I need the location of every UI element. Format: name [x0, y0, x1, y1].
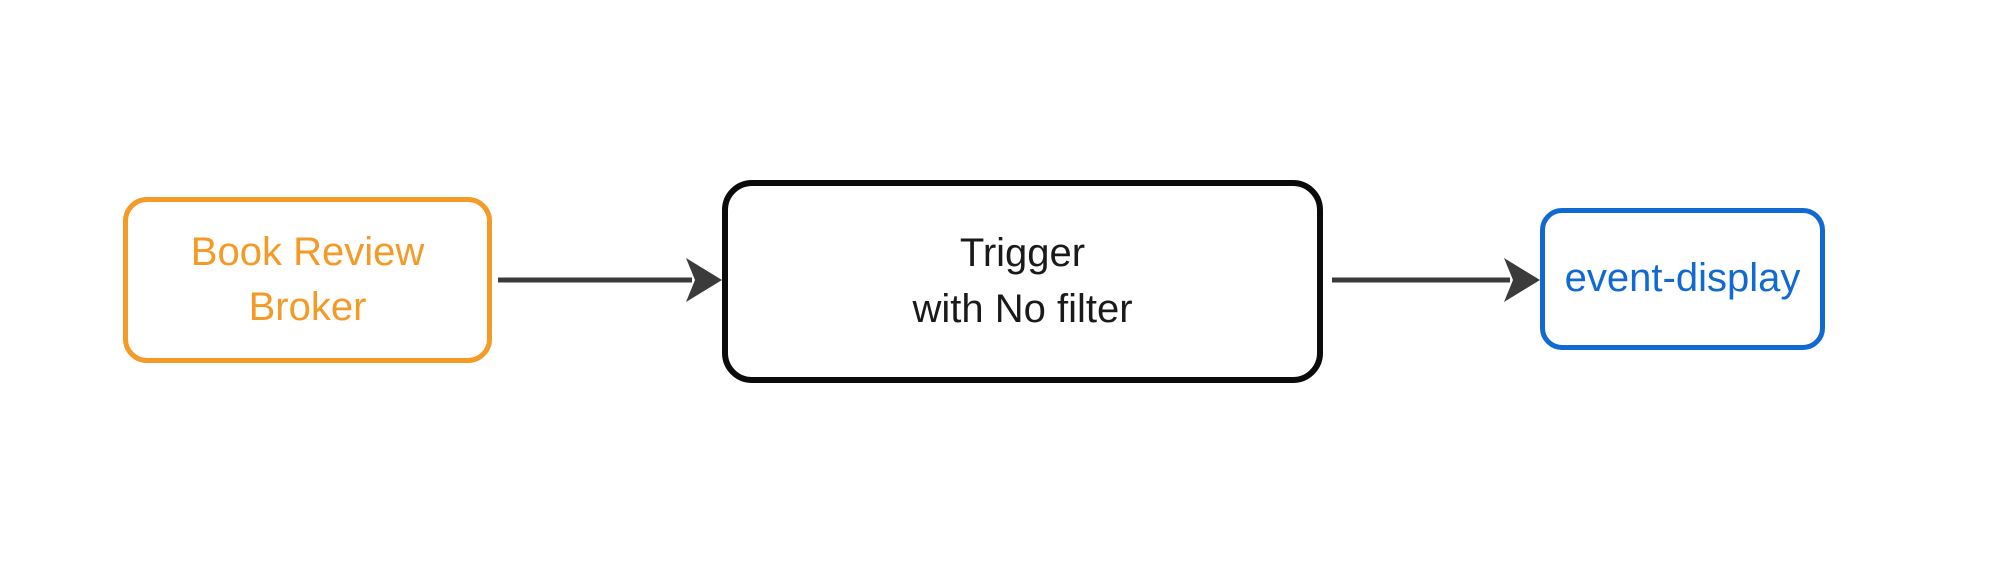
- node-trigger-label: Trigger with No filter: [912, 231, 1133, 331]
- node-book-review-broker-label: Book Review Broker: [190, 229, 425, 329]
- edge-trigger-to-event-display: [1323, 258, 1540, 302]
- node-trigger-with-no-filter: Trigger with No filter: [722, 180, 1323, 383]
- node-event-display: event-display: [1540, 208, 1825, 350]
- edge-broker-to-trigger: [492, 258, 722, 302]
- arrow-right-icon: [1332, 258, 1540, 302]
- node-event-display-label: event-display: [1564, 256, 1801, 301]
- node-book-review-broker: Book Review Broker: [123, 197, 492, 363]
- arrow-right-icon: [498, 258, 722, 302]
